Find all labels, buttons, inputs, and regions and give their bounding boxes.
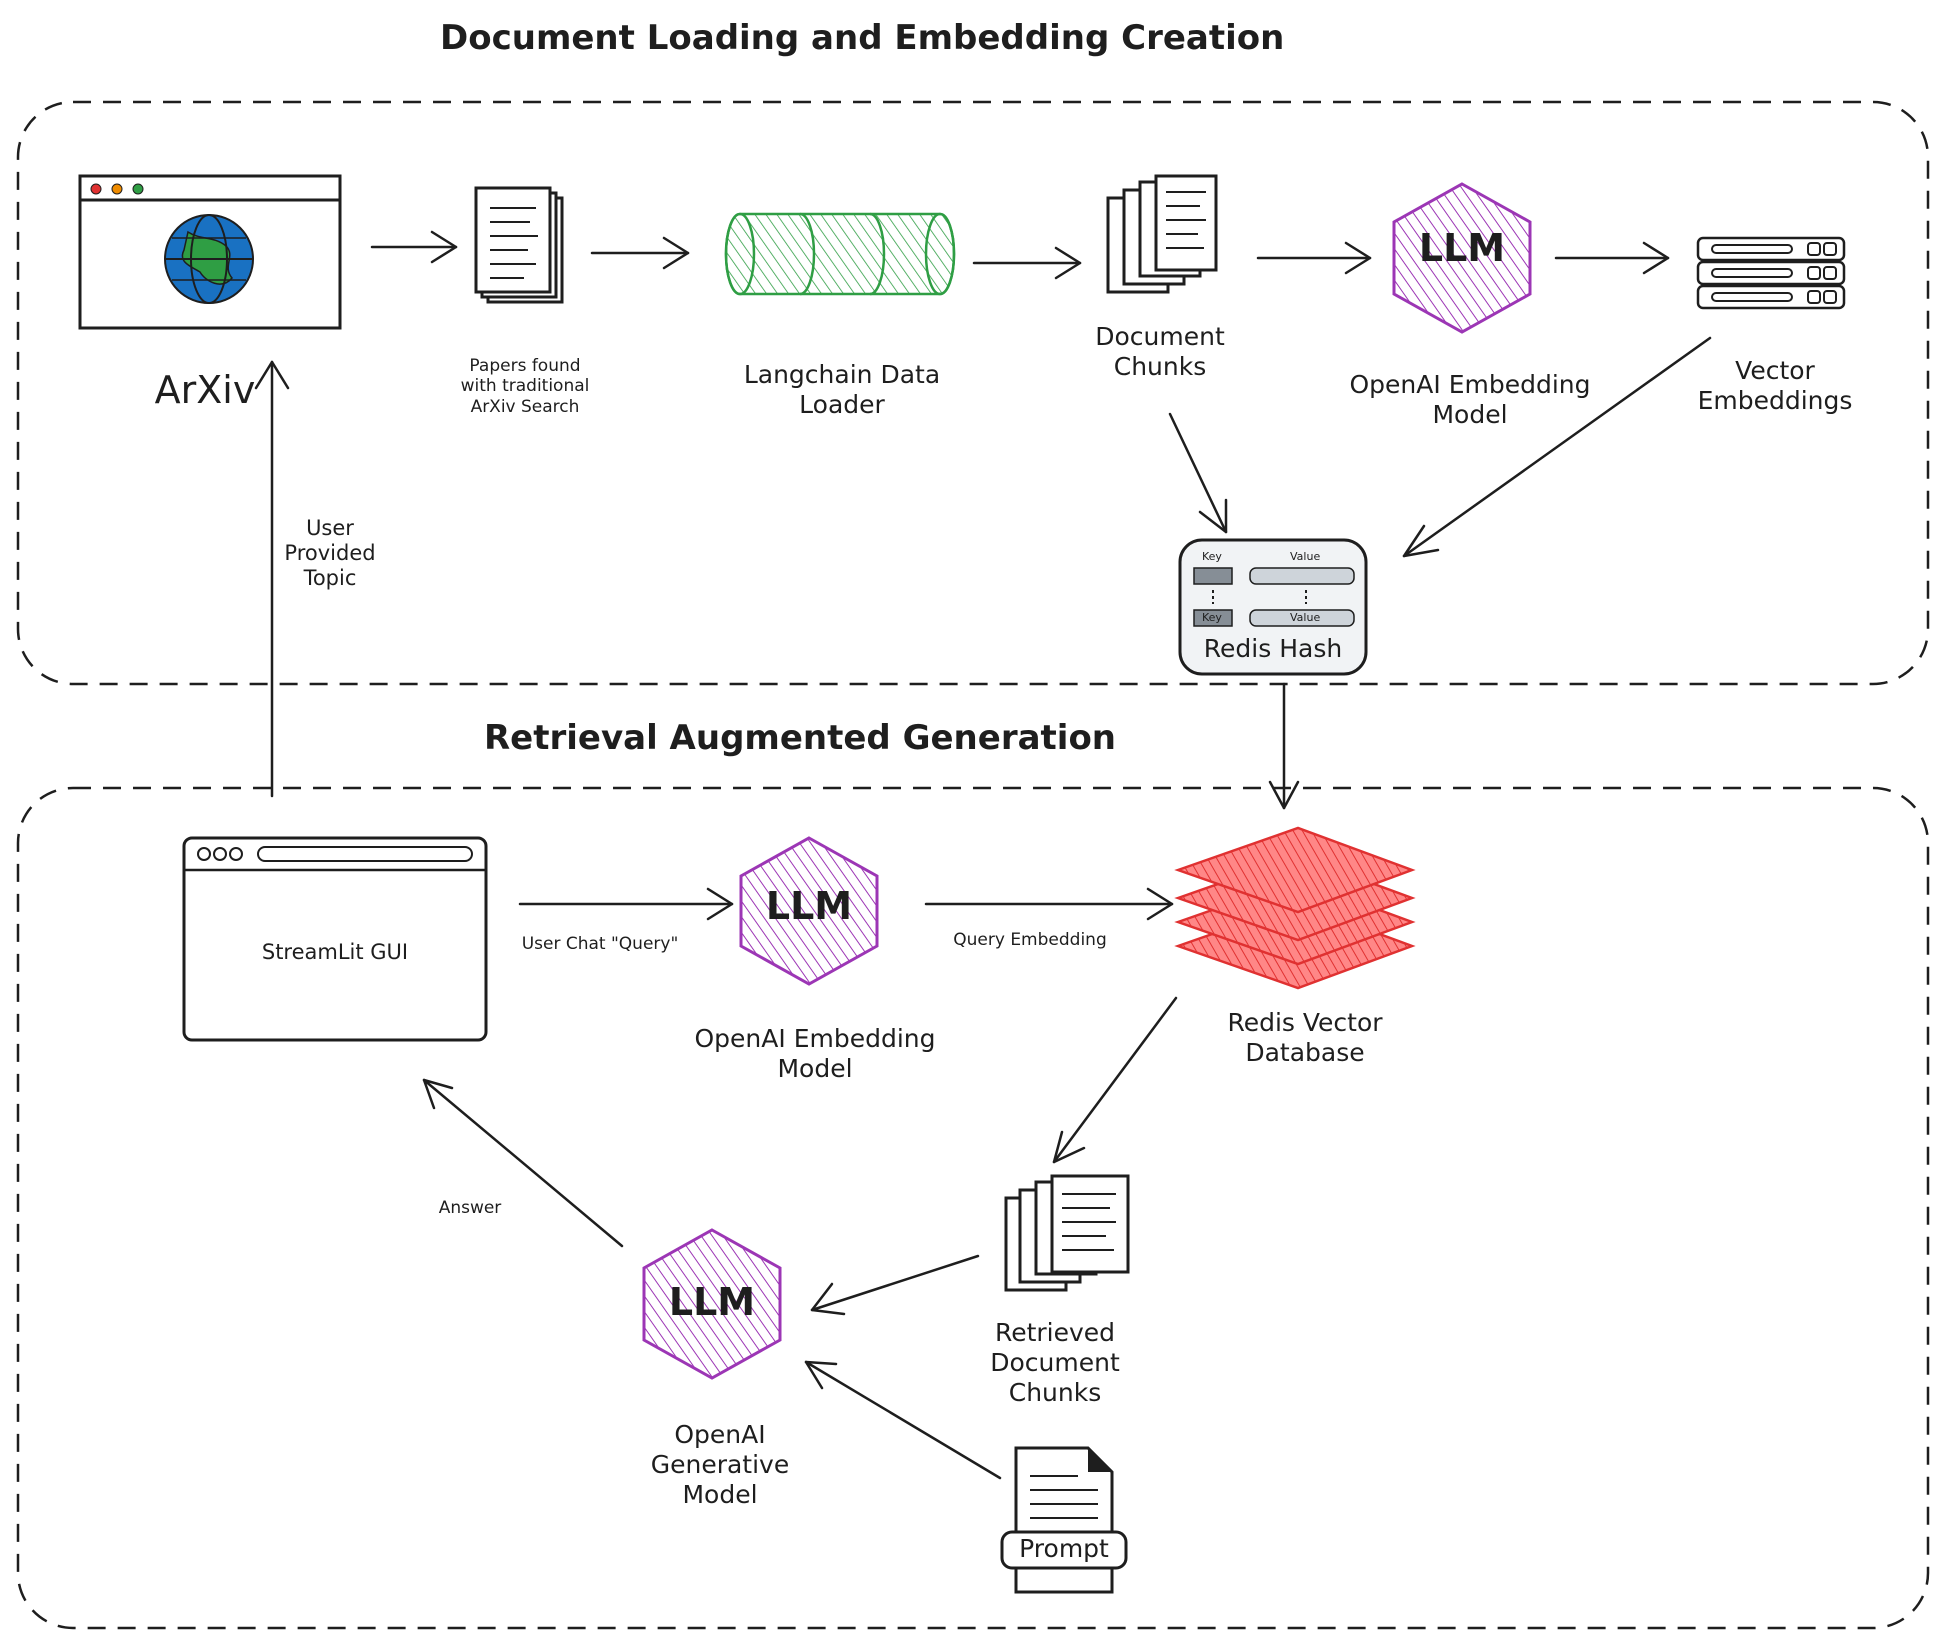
redis-hash-table-icon (1178, 538, 1368, 676)
arxiv-label: ArXiv (154, 368, 256, 412)
chunks-label-line: Chunks (1113, 352, 1207, 381)
papers-label-line: Papers found (469, 356, 581, 376)
redis-db-label-line: Database (1245, 1038, 1365, 1067)
arrow-streamlit-to-llm (518, 887, 734, 921)
answer-edge-label: Answer (438, 1198, 502, 1218)
embed-bottom-label-line: Model (777, 1054, 853, 1083)
bottom-section-title: Retrieval Augmented Generation (483, 718, 1117, 758)
arrow-retrieved-to-generative (810, 1254, 980, 1316)
streamlit-label: StreamLit GUI (261, 940, 409, 964)
redis-hash-value-header: Value (1290, 550, 1321, 563)
arrow-streamlit-to-arxiv (254, 360, 290, 798)
browser-red-dot (90, 183, 102, 195)
vectors-label-line: Embeddings (1697, 386, 1853, 415)
retrieved-label-line: Chunks (1008, 1378, 1102, 1407)
arrow-arxiv-to-papers (370, 230, 458, 264)
document-chunks-stack-icon (1106, 174, 1218, 294)
chunks-label: Document Chunks (1080, 322, 1240, 382)
retrieved-label: Retrieved Document Chunks (970, 1318, 1140, 1408)
redis-vector-db-layers-icon (1174, 826, 1416, 990)
llm-badge-middle: LLM (765, 884, 853, 928)
arrow-papers-to-loader (590, 236, 690, 270)
papers-label: Papers found with traditional ArXiv Sear… (430, 356, 620, 417)
vector-embeddings-server-icon (1696, 236, 1846, 310)
generative-label-line: Generative (650, 1450, 790, 1479)
retrieved-chunks-stack-icon (1004, 1174, 1130, 1292)
embed-top-label: OpenAI Embedding Model (1340, 370, 1600, 430)
papers-label-line: ArXiv Search (470, 396, 580, 417)
globe-icon (164, 214, 254, 304)
user-topic-line: User (306, 516, 354, 540)
user-topic-edge-label: User Provided Topic (270, 516, 390, 592)
user-query-edge-label: User Chat "Query" (521, 934, 679, 954)
generative-label: OpenAI Generative Model (630, 1420, 810, 1510)
vectors-label: Vector Embeddings (1690, 356, 1860, 416)
vectors-label-line: Vector (1735, 356, 1815, 385)
langchain-loader-pipe-icon (724, 212, 956, 296)
generative-label-line: Model (682, 1480, 758, 1509)
top-section-container (16, 100, 1930, 686)
redis-hash-key-header: Key (1202, 550, 1222, 563)
chunks-label-line: Document (1095, 322, 1225, 351)
llm-hexagon-icon (1392, 182, 1532, 334)
embed-top-label-line: Model (1432, 400, 1508, 429)
arrow-db-to-retrieved (1052, 996, 1178, 1164)
arrow-redis-hash-to-db (1268, 682, 1300, 810)
papers-label-line: with traditional (460, 376, 590, 397)
arrow-prompt-to-generative (804, 1360, 1002, 1480)
redis-hash-label: Redis Hash (1203, 634, 1343, 663)
browser-yellow-dot (111, 183, 123, 195)
arrow-chunks-to-embed (1256, 241, 1372, 275)
bottom-section-container (16, 786, 1930, 1630)
loader-label-line: Langchain Data (743, 360, 941, 389)
streamlit-window-icon (182, 836, 488, 1042)
redis-hash-key-cell: Key (1202, 611, 1222, 624)
retrieved-label-line: Document (990, 1348, 1120, 1377)
redis-hash-value-cell: Value (1290, 611, 1321, 624)
arrow-generative-to-streamlit (422, 1078, 624, 1248)
redis-db-label: Redis Vector Database (1190, 1008, 1420, 1068)
loader-label-line: Loader (799, 390, 885, 419)
embed-top-label-line: OpenAI Embedding (1349, 370, 1591, 399)
llm-badge-top: LLM (1418, 226, 1506, 270)
retrieved-label-line: Retrieved (994, 1318, 1116, 1347)
arrow-llm-to-redis-db (924, 887, 1174, 921)
loader-label: Langchain Data Loader (722, 360, 962, 420)
llm-badge-bottom: LLM (668, 1280, 756, 1324)
prompt-document-icon (1000, 1446, 1128, 1594)
top-section-title: Document Loading and Embedding Creation (440, 18, 1285, 58)
embed-bottom-label: OpenAI Embedding Model (680, 1024, 950, 1084)
llm-hexagon-icon (642, 1228, 782, 1380)
arrow-chunks-to-redis-hash (1168, 412, 1228, 534)
query-embedding-edge-label: Query Embedding (953, 930, 1107, 950)
user-topic-line: Topic (303, 566, 357, 591)
llm-hexagon-icon (739, 836, 879, 986)
embed-bottom-label-line: OpenAI Embedding (694, 1024, 936, 1053)
arxiv-browser-icon (78, 174, 342, 330)
generative-label-line: OpenAI (674, 1420, 766, 1449)
user-topic-line: Provided (284, 541, 376, 566)
redis-db-label-line: Redis Vector (1227, 1008, 1383, 1037)
papers-document-stack-icon (474, 186, 564, 304)
arrow-embed-to-vectors (1554, 241, 1670, 275)
browser-green-dot (132, 183, 144, 195)
arrow-vectors-to-redis-hash (1402, 336, 1712, 558)
prompt-label: Prompt (1019, 1534, 1109, 1563)
arrow-loader-to-chunks (972, 246, 1082, 280)
